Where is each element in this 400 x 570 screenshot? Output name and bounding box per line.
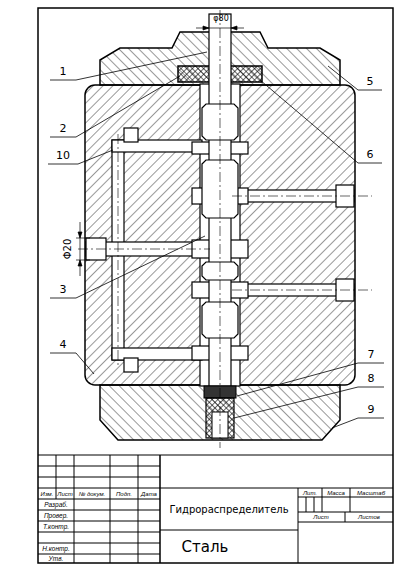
channel [124, 128, 138, 142]
title-block-cell: Лит. [303, 490, 317, 496]
title-block-cell: Т.контр. [43, 524, 69, 531]
title-block-cell: Разраб. [44, 502, 68, 509]
title-block-cell: Утв. [49, 556, 64, 563]
callout-number: 3 [60, 284, 67, 295]
material-label: Сталь [182, 540, 229, 555]
channel [124, 358, 138, 372]
dimension-line [196, 26, 244, 30]
title-block-cell: Масштаб [357, 490, 385, 496]
callout-number: 7 [368, 349, 375, 360]
dimension-label: φ80 [213, 15, 228, 23]
dimension-line [76, 222, 90, 276]
drawing-title: Гидрораспределитель [169, 505, 288, 515]
sheet-frame [38, 8, 393, 563]
callout-number: 4 [60, 339, 67, 350]
leader-lines [48, 52, 384, 428]
title-block-cell: Масса [327, 490, 345, 496]
callout-number: 8 [368, 373, 375, 384]
title-block-cell: № докум. [79, 491, 105, 497]
callout-number: 6 [367, 149, 374, 160]
title-block-cell: Лист [57, 491, 72, 497]
callout-number: 5 [367, 76, 374, 87]
title-block-cell: Листов [358, 514, 380, 520]
title-block-cell: Н.контр. [42, 546, 70, 553]
title-block-cell: Изм. [41, 491, 54, 497]
title-block-cell: Лист [313, 514, 328, 520]
dimension-label: Φ20 [63, 239, 73, 260]
title-block-cell: Дата [141, 491, 157, 497]
title-block-cell: Провер. [44, 513, 68, 520]
title-block-cell: Подп. [116, 491, 132, 497]
callout-number: 2 [60, 123, 67, 134]
callout-number: 1 [60, 66, 67, 77]
title-block [38, 455, 393, 563]
callout-number: 9 [368, 404, 375, 415]
callout-number: 10 [56, 150, 70, 161]
centre-lines [78, 10, 372, 448]
